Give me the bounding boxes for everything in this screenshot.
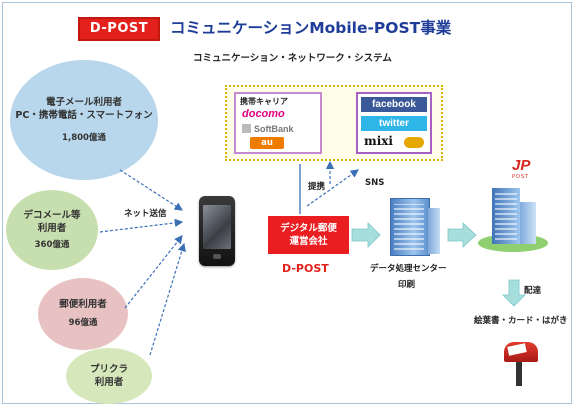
company-line1: デジタル郵便 [280,223,337,234]
label-print: 印刷 [398,280,416,290]
arrow-company-to-datacenter [351,222,381,248]
dpost-label: D-POST [282,262,329,275]
user-group-decomail-count: 360億通 [34,239,70,250]
arrow-email-to-phone [119,169,184,211]
arrow-to-sns [306,169,359,207]
post-office-building-icon [478,186,548,252]
mixi-mark-icon [404,137,424,148]
jp-post-logo-sub: POST [512,174,530,180]
user-group-postal-count: 96億通 [68,318,98,328]
data-center-building-icon [384,198,442,256]
facebook-logo: facebook [361,97,427,112]
user-group-email: 電子メール利用者 PC・携帯電話・スマートフォン 1,800億通 [10,60,158,180]
page-subtitle: コミュニケーション・ネットワーク・システム [193,53,392,64]
arrow-datacenter-to-post [447,222,477,248]
label-output: 絵葉書・カード・はがき [474,316,568,326]
softbank-mark-icon [242,124,251,133]
label-delivery: 配達 [524,286,542,296]
user-group-decomail-line2: 利用者 [37,222,67,234]
twitter-logo: twitter [361,116,427,131]
operating-company-box: デジタル郵便 運営会社 [268,216,349,254]
user-group-purikura-line2: 利用者 [94,377,124,388]
user-group-email-line1: 電子メール利用者 [45,96,122,108]
label-net-send: ネット送信 [124,209,167,219]
user-group-email-line2: PC・携帯電話・スマートフォン [15,109,153,121]
mailbox-icon [494,332,548,386]
smartphone-icon [199,196,235,266]
label-partnership: 提携 [308,182,326,192]
sns-panel: facebook twitter mixi [356,92,432,154]
user-group-purikura-line1: プリクラ [89,364,128,375]
jp-post-logo-text: JP [512,157,531,174]
au-logo: au [250,137,284,149]
user-group-purikura: プリクラ 利用者 [66,348,152,404]
company-line2: 運営会社 [289,236,328,247]
arrow-postal-to-phone [124,235,183,309]
user-group-decomail-line1: デコメール等 [23,209,81,221]
label-data-center: データ処理センター [370,264,447,274]
mixi-logo: mixi [364,134,393,148]
arrow-decomail-to-phone [99,218,184,233]
user-group-postal-line1: 郵便利用者 [59,299,107,310]
jp-post-logo: JP POST [512,158,542,184]
docomo-logo: docomo [242,108,285,120]
user-group-decomail: デコメール等 利用者 360億通 [6,190,98,270]
page-title: コミュニケーションMobile-POST事業 [170,19,452,37]
arrow-purikura-to-phone [149,242,186,356]
carrier-panel-title: 携帯キャリア [240,97,288,106]
label-sns: SNS [365,178,385,188]
carrier-panel: 携帯キャリア docomo SoftBank au [234,92,322,154]
user-group-postal: 郵便利用者 96億通 [38,278,128,350]
user-group-email-count: 1,800億通 [62,132,106,143]
diagram-frame [2,2,572,404]
dpost-badge: D-POST [78,17,160,41]
softbank-logo: SoftBank [254,124,294,134]
arrow-post-to-delivery [502,279,526,307]
